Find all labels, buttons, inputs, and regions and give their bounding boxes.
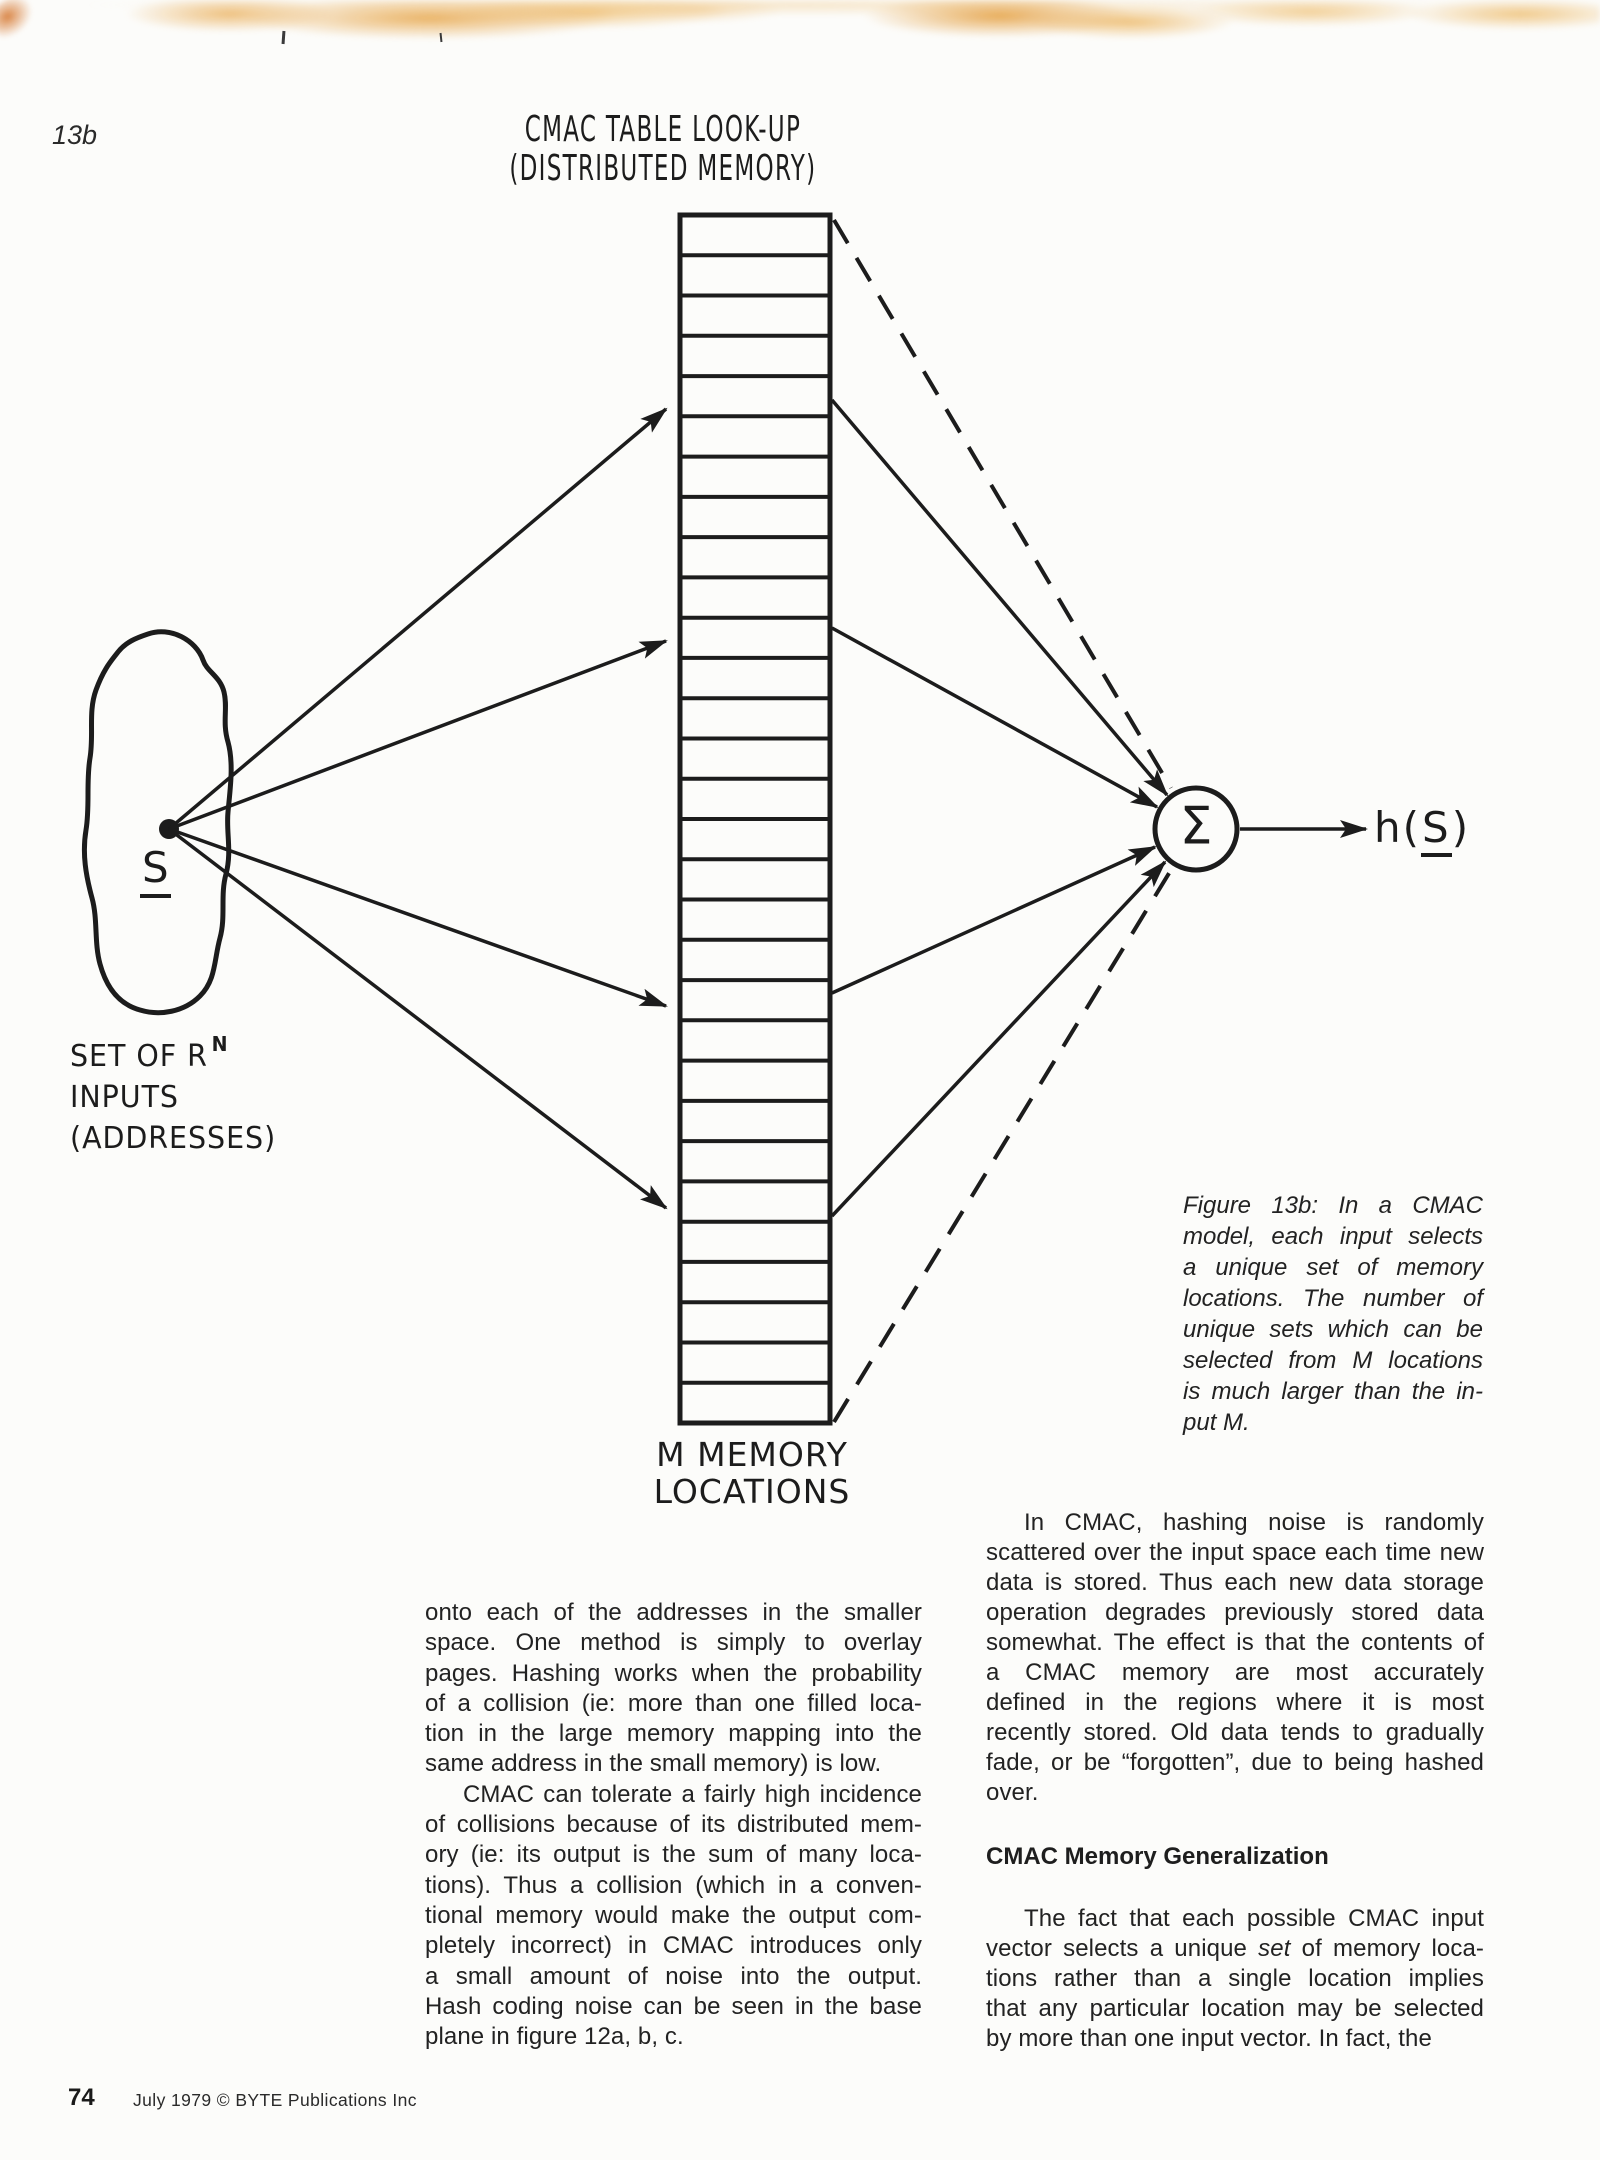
text-line: selected from M locations	[1183, 1347, 1483, 1374]
text-line: fade, or be “forgotten”, due to being ha…	[986, 1749, 1484, 1776]
text-line: recently stored. Old data tends to gradu…	[986, 1719, 1484, 1746]
left-column: onto each of the addresses in the smalle…	[425, 1598, 922, 2052]
right-column-paragraph-1: In CMAC, hashing noise is randomly scatte…	[986, 1508, 1484, 1808]
text-line: over.	[986, 1779, 1039, 1806]
left-column-paragraph-2: CMAC can tolerate a fairly high incidenc…	[425, 1780, 922, 2053]
text-line: of collisions because of its distributed…	[425, 1811, 922, 1839]
publication-credit: July 1979 © BYTE Publications Inc	[133, 2090, 417, 2110]
figure-caption: Figure 13b: In a CMAC model, each input s…	[1183, 1190, 1483, 1438]
text-line: defined in the regions where it is most	[986, 1689, 1484, 1716]
text-line: pletely incorrect) in CMAC introduces on…	[425, 1932, 922, 1960]
text-line: locations. The number of	[1183, 1285, 1483, 1312]
text-line: vector selects a unique set of memory lo…	[986, 1935, 1485, 1962]
text-line: same address in the small memory) is low…	[425, 1750, 882, 1778]
summation-input-lines	[830, 398, 1169, 1218]
text-line: put M.	[1183, 1409, 1250, 1436]
text-line: onto each of the addresses in the smalle…	[425, 1599, 922, 1626]
text-line: ory (ie: its output is the sum of many l…	[425, 1841, 922, 1869]
text-line: model, each input selects	[1183, 1223, 1483, 1250]
left-column-paragraph-1: onto each of the addresses in the smalle…	[425, 1598, 922, 1780]
sum-node-circle	[1152, 785, 1240, 873]
input-selection-arrows	[167, 407, 668, 1210]
text-line: that any particular location may be sele…	[986, 1995, 1484, 2022]
text-line: data is stored. Thus each new data stora…	[986, 1569, 1484, 1596]
text-line: In CMAC, hashing noise is randomly	[1024, 1509, 1484, 1536]
text-line: Figure 13b: In a CMAC	[1183, 1192, 1483, 1219]
memory-label-line1: M MEMORY	[656, 1435, 848, 1474]
memory-cell-dividers	[681, 253, 829, 1385]
text-line: a CMAC memory are most accurately	[986, 1659, 1484, 1686]
text-line: of a collision (ie: more than one filled…	[425, 1689, 922, 1717]
input-space-blob	[81, 629, 234, 1016]
text-line: is much larger than the in-	[1183, 1378, 1483, 1405]
text-line: plane in figure 12a, b, c.	[425, 2023, 684, 2051]
input-set-label-line2: INPUTS	[70, 1080, 179, 1115]
page-number: 74	[68, 2084, 95, 2111]
text-line: by more than one input vector. In fact, …	[986, 2025, 1432, 2052]
text-line: unique sets which can be	[1183, 1316, 1483, 1343]
text-line: tions rather than a single location impl…	[986, 1965, 1484, 1992]
superscript-n: N	[211, 1032, 229, 1056]
memory-array	[677, 212, 833, 1426]
diagram-title: CMAC TABLE LOOK-UP (DISTRIBUTED MEMORY)	[413, 110, 913, 188]
text-line: Hash coding noise can be seen in the bas…	[425, 1992, 922, 2020]
figure-number-label: 13b	[52, 120, 98, 150]
input-set-label-line3: (ADDRESSES)	[70, 1121, 277, 1156]
diagram-title-line2: (DISTRIBUTED MEMORY)	[509, 148, 817, 189]
text-line: scattered over the input space each time…	[986, 1539, 1484, 1566]
output-label: h(S)	[1374, 803, 1470, 857]
text-line: tional memory would make the output com-	[425, 1901, 922, 1929]
memory-range-dashed-lines	[832, 218, 1173, 1424]
cmac-diagram	[81, 212, 1368, 1426]
memory-label-line2: LOCATIONS	[653, 1472, 851, 1511]
input-point-label: S	[140, 843, 171, 898]
text-line: space. One method is simply to overlay	[425, 1629, 922, 1657]
sigma-symbol: Σ	[1179, 796, 1213, 857]
text-line: tions). Thus a collision (which in a con…	[425, 1871, 922, 1899]
text-line: operation degrades previously stored dat…	[986, 1599, 1484, 1626]
text-line: CMAC can tolerate a fairly high incidenc…	[463, 1780, 922, 1808]
text-line: pages. Hashing works when the probabilit…	[425, 1659, 922, 1687]
section-heading: CMAC Memory Generalization	[986, 1843, 1329, 1870]
memory-array-label: M MEMORY LOCATIONS	[602, 1436, 902, 1510]
text-line: somewhat. The effect is that the content…	[986, 1629, 1484, 1656]
diagram-title-line1: CMAC TABLE LOOK-UP	[524, 109, 802, 150]
text-line: a unique set of memory	[1183, 1254, 1483, 1281]
text-line: tion in the large memory mapping into th…	[425, 1720, 922, 1748]
right-column-paragraph-2: The fact that each possible CMAC input ve…	[986, 1904, 1484, 2054]
text-line: The fact that each possible CMAC input	[1024, 1905, 1484, 1932]
text-line: a small amount of noise into the output.	[425, 1962, 922, 1990]
